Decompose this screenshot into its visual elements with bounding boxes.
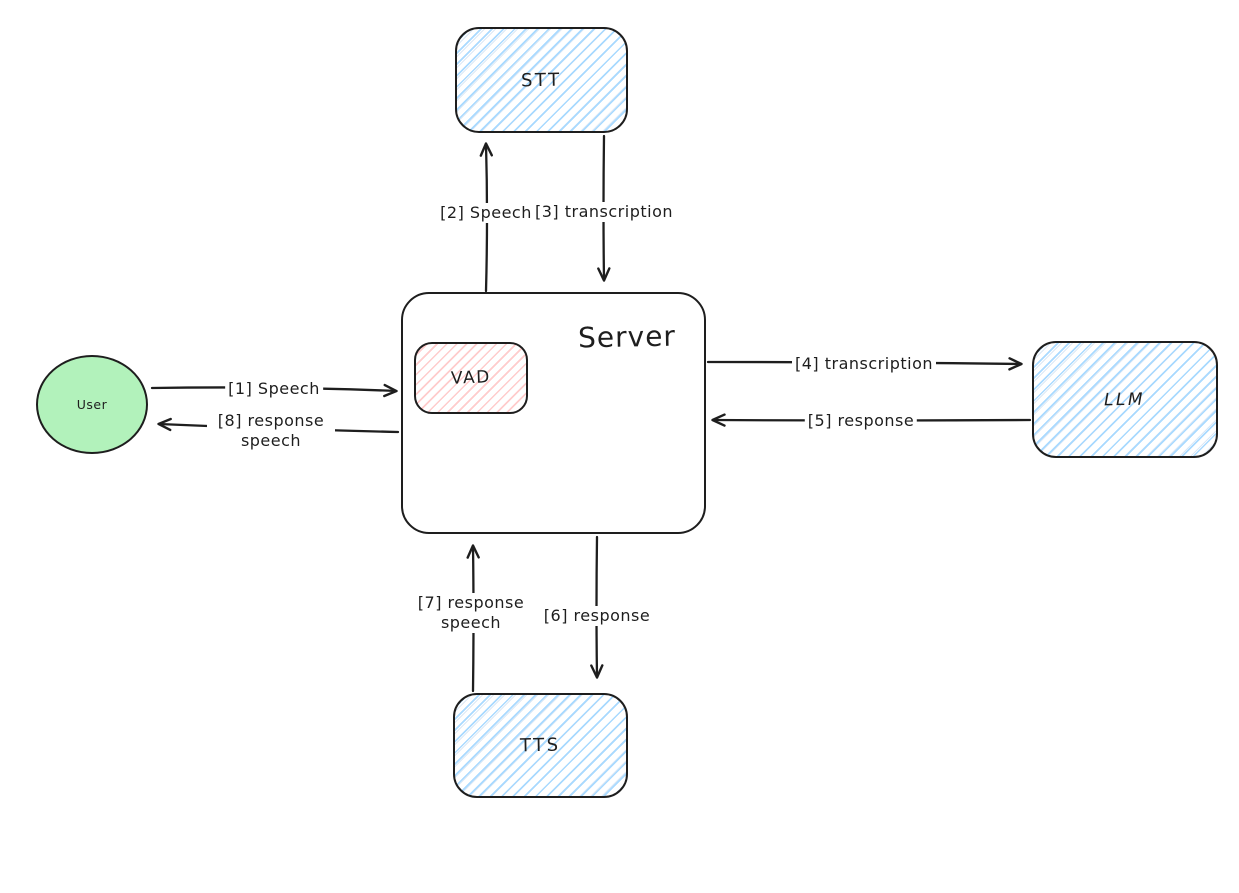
server-label: Server [577, 319, 677, 355]
tts-label: TTS [520, 734, 561, 757]
vad-label: VAD [450, 367, 492, 389]
edge-8-label: [8] response speech [207, 411, 335, 451]
edge-7-label: [7] response speech [407, 593, 535, 633]
edge-6-label: [6] response [540, 606, 654, 626]
edge-2-label: [2] Speech [437, 203, 535, 223]
user-label: User [76, 397, 108, 412]
edge-1-label: [1] Speech [225, 379, 323, 399]
stt-label: STT [521, 69, 562, 91]
node-llm: LLM [1032, 341, 1218, 458]
node-vad: VAD [414, 342, 528, 414]
node-user: User [36, 355, 148, 454]
node-tts: TTS [453, 693, 628, 798]
edge-5-label: [5] response [804, 411, 918, 431]
node-stt: STT [455, 27, 628, 133]
edge-3-label: [3] transcription [531, 202, 677, 222]
edge-4-label: [4] transcription [791, 354, 937, 374]
llm-label: LLM [1104, 389, 1146, 410]
